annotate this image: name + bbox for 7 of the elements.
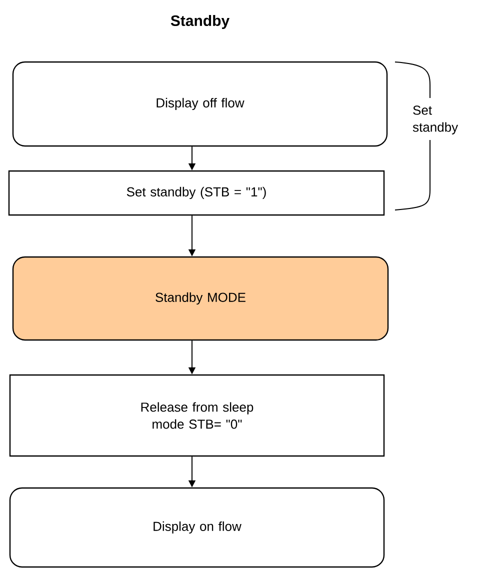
rounded-process-box: Display on flow (9, 487, 385, 568)
rounded-process-box: Display off flow (12, 61, 388, 147)
process-box: Release from sleep mode STB= "0" (9, 374, 385, 457)
rounded-process-box: Standby MODE (12, 256, 389, 341)
process-box: Set standby (STB = "1") (8, 170, 385, 216)
bracket-label: Set standby (412, 106, 458, 134)
title: Standby (170, 15, 230, 29)
